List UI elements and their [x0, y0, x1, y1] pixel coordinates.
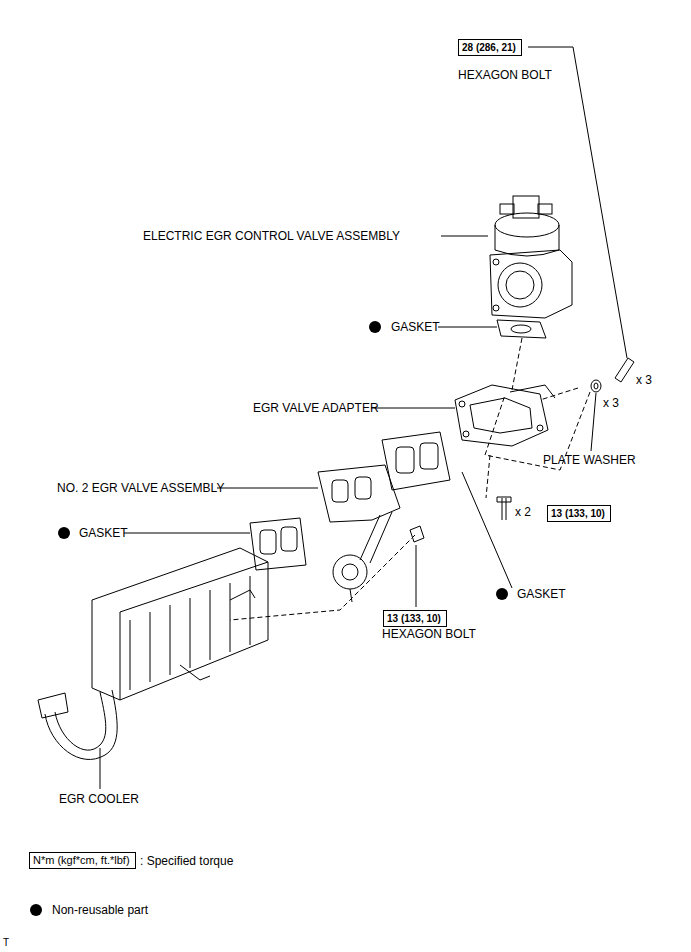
egr-cooler-drawing	[38, 548, 268, 759]
quantity: x 2	[515, 505, 531, 519]
legend-text: Non-reusable part	[52, 903, 148, 917]
part-name: NO. 2 EGR VALVE ASSEMBLY	[57, 481, 224, 495]
corner-mark: T	[3, 936, 9, 950]
torque-value: 28 (286, 21)	[462, 42, 516, 53]
no2-valve-drawing	[318, 465, 400, 602]
non-reusable-mark	[30, 321, 508, 916]
torque-value: 13 (133, 10)	[551, 508, 605, 519]
torque-box: 13 (133, 10)	[547, 505, 611, 522]
gasket-drawing	[382, 432, 450, 490]
quantity: x 3	[603, 396, 619, 410]
part-name: GASKET	[517, 587, 566, 601]
part-name: EGR COOLER	[59, 792, 139, 806]
torque-box: 28 (286, 21)	[458, 39, 522, 56]
part-name: EGR VALVE ADAPTER	[253, 401, 379, 415]
legend-text: : Specified torque	[140, 854, 233, 868]
part-name: HEXAGON BOLT	[458, 68, 552, 82]
gasket-drawing	[250, 518, 306, 570]
part-name: PLATE WASHER	[543, 453, 636, 467]
part-name: GASKET	[391, 320, 440, 334]
torque-value: 13 (133, 10)	[387, 613, 441, 624]
quantity: x 3	[636, 373, 652, 387]
adapter-drawing	[455, 385, 555, 446]
part-name: ELECTRIC EGR CONTROL VALVE ASSEMBLY	[143, 229, 400, 243]
alignment-lines	[230, 338, 590, 620]
torque-value: N*m (kgf*cm, ft.*lbf)	[33, 854, 130, 866]
part-name: GASKET	[79, 526, 128, 540]
torque-box: 13 (133, 10)	[383, 610, 447, 627]
leader-lines	[100, 47, 627, 789]
part-name: HEXAGON BOLT	[382, 627, 476, 641]
legend-torque-box: N*m (kgf*cm, ft.*lbf)	[29, 852, 136, 869]
egr-valve-drawing	[490, 196, 572, 318]
gasket-drawing	[497, 320, 546, 338]
